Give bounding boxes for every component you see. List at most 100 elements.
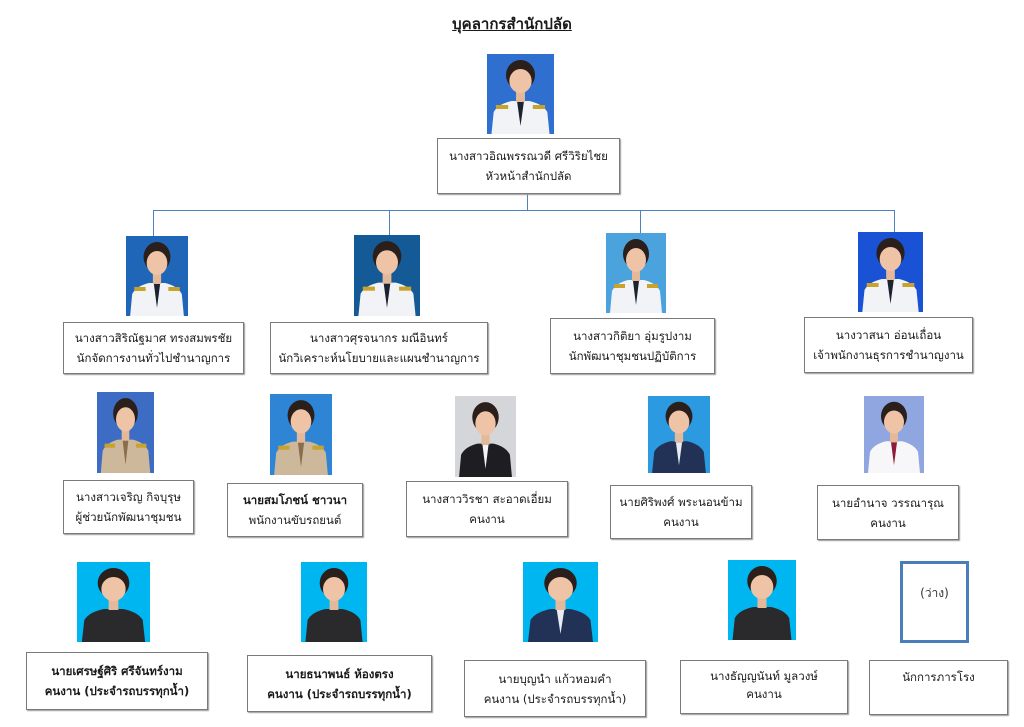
person-position: คนงาน (ประจำรถบรรทุกน้ำ) <box>44 684 190 698</box>
epaulette-right <box>902 283 915 287</box>
vacant-photo-placeholder: (ว่าง) <box>900 561 969 643</box>
portrait-image <box>97 392 154 473</box>
face <box>879 247 902 271</box>
card-level4-1: นายเศรษฐ์ศิริ ศรีจันทร์งาม คนงาน (ประจำร… <box>26 652 208 710</box>
tie-or-collar <box>633 281 639 305</box>
epaulette-right <box>135 443 147 448</box>
person-position: หัวหน้าสำนักปลัด <box>485 169 572 183</box>
face <box>750 575 774 599</box>
neck <box>890 432 898 443</box>
connector-drop-1 <box>153 210 154 238</box>
epaulette-right <box>647 284 658 288</box>
neck <box>296 432 306 443</box>
card-level4-3: นายบุญนำ แก้วหอมคำ คนงาน (ประจำรถบรรทุกน… <box>464 660 646 717</box>
neck <box>108 600 119 610</box>
portrait-image <box>301 562 367 642</box>
person-name: นายธนาพนธ์ ห้องตรง <box>285 666 394 681</box>
portrait-image <box>606 233 666 313</box>
photo-level4-4 <box>728 560 796 640</box>
tie-or-collar <box>675 442 683 466</box>
tie-or-collar <box>153 284 161 308</box>
face <box>475 411 496 436</box>
person-name: นายอำนาจ วรรณารุณ <box>832 495 944 510</box>
portrait-image <box>455 396 516 477</box>
person-position: คนงาน (ประจำรถบรรทุกน้ำ) <box>267 686 412 701</box>
photo-level2-1 <box>126 236 188 316</box>
card-vacant: นักการภารโรง <box>869 660 1008 715</box>
card-level3-3: นางสาววิรชา สะอาดเอี่ยม คนงาน <box>406 481 568 537</box>
photo-level2-3 <box>606 233 666 313</box>
person-name: นางธัญญนันท์ มูลวงษ์ <box>710 669 818 683</box>
tie-or-collar <box>556 610 565 634</box>
person-position: คนงาน <box>469 512 505 526</box>
person-name: นางสาวเจริญ กิจบุรุษ <box>76 490 181 504</box>
person-position: คนงาน (ประจำรถบรรทุกน้ำ) <box>483 691 627 706</box>
face <box>323 577 345 601</box>
face <box>509 69 532 93</box>
person-position: คนงาน <box>746 687 782 701</box>
photo-level3-5 <box>864 396 924 473</box>
photo-level3-1 <box>97 392 154 473</box>
epaulette-left <box>134 287 146 291</box>
portrait-image <box>487 54 554 134</box>
portrait-image <box>270 394 332 475</box>
epaulette-right <box>168 287 180 291</box>
card-level2-4: นางวาสนา อ่อนเถื่อน เจ้าพนักงานธุรการชำน… <box>804 317 973 373</box>
card-level4-4: นางธัญญนันท์ มูลวงษ์ คนงาน <box>680 660 848 714</box>
person-name: นายศิริพงศ์ พระนอนข้าม <box>619 495 743 509</box>
tie-or-collar <box>517 102 524 126</box>
neck <box>886 270 895 280</box>
vacant-label: (ว่าง) <box>920 586 949 600</box>
face <box>626 248 646 272</box>
card-level3-4: นายศิริพงศ์ พระนอนข้าม คนงาน <box>610 485 752 539</box>
epaulette-left <box>104 443 116 448</box>
photo-level3-4 <box>648 396 710 473</box>
person-position: นักการภารโรง <box>902 670 975 684</box>
person-position: คนงาน <box>663 515 699 529</box>
card-level3-2: นายสมโภชน์ ชาวนา พนักงานขับรถยนต์ <box>227 483 363 537</box>
card-level2-1: นางสาวสิริณัฐมาศ ทรงสมพรชัย นักจัดการงาน… <box>63 322 244 374</box>
epaulette-left <box>495 105 509 109</box>
person-name: นายบุญนำ แก้วหอมคำ <box>498 671 612 686</box>
tie-or-collar <box>482 444 489 469</box>
torso <box>81 609 146 642</box>
page-title: บุคลากรสำนักปลัด <box>452 15 572 33</box>
person-position: เจ้าพนักงานธุรการชำนาญงาน <box>813 348 964 362</box>
person-name: นางสาวศุรจนากร มณีอินทร์ <box>310 331 448 345</box>
person-name: นางสาวกิติยา อุ่มรูปงาม <box>573 329 692 343</box>
connector-drop-3 <box>640 210 641 234</box>
person-position: ผู้ช่วยนักพัฒนาชุมชน <box>75 510 182 524</box>
face <box>548 577 573 601</box>
portrait-image <box>354 235 420 316</box>
card-level2-3: นางสาวกิติยา อุ่มรูปงาม นักพัฒนาชุมชนปฏิ… <box>550 318 715 374</box>
face <box>884 410 904 434</box>
person-name: นายสมโภชน์ ชาวนา <box>242 493 348 507</box>
portrait-image <box>648 396 710 473</box>
epaulette-left <box>278 445 290 450</box>
tie-or-collar <box>887 280 894 304</box>
connector-drop-4 <box>894 210 895 234</box>
photo-level3-3 <box>455 396 516 477</box>
neck <box>632 271 640 281</box>
photo-level2-2 <box>354 235 420 316</box>
tie-or-collar <box>383 283 391 308</box>
person-name: นางสาววิรชา สะอาดเอี่ยม <box>422 492 552 506</box>
photo-head <box>487 54 554 134</box>
portrait-image <box>864 396 924 473</box>
person-position: นักพัฒนาชุมชนปฏิบัติการ <box>568 349 697 363</box>
person-name: นางวาสนา อ่อนเถื่อน <box>835 328 942 342</box>
tie-or-collar <box>122 440 129 465</box>
epaulette-right <box>532 105 546 109</box>
epaulette-right <box>399 286 412 291</box>
portrait-image <box>77 562 150 642</box>
neck <box>329 600 339 610</box>
epaulette-left <box>362 286 375 291</box>
card-level3-1: นางสาวเจริญ กิจบุรุษ ผู้ช่วยนักพัฒนาชุมช… <box>63 480 194 534</box>
connector-horizontal <box>153 210 895 211</box>
card-head: นางสาวอิณพรรณวดี ศรีวิริยไชย หัวหน้าสำนั… <box>437 138 620 194</box>
photo-level2-4 <box>858 232 923 312</box>
face <box>668 410 690 434</box>
face <box>290 409 312 434</box>
neck <box>516 92 525 102</box>
photo-level4-3 <box>523 562 598 642</box>
